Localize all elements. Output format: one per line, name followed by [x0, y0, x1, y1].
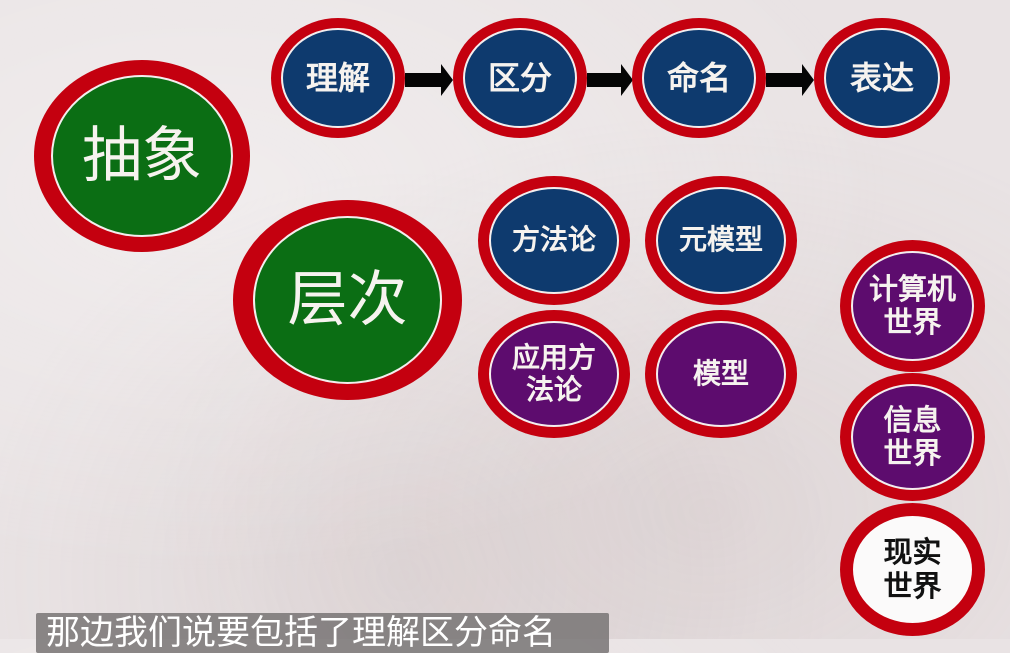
abstraction-node: 抽象 — [34, 60, 250, 252]
video-subtitle: 那边我们说要包括了理解区分命名 — [36, 613, 609, 653]
arrow-right-icon — [766, 64, 814, 96]
methodology-label: 方法论 — [489, 187, 619, 294]
abstraction-label: 抽象 — [51, 75, 233, 237]
information-world-label: 信息 世界 — [851, 384, 974, 490]
real-world-label: 现实 世界 — [851, 514, 974, 625]
flow-label-express: 表达 — [824, 28, 940, 128]
metamodel-label: 元模型 — [656, 187, 786, 294]
computer-world-node: 计算机 世界 — [840, 240, 985, 372]
real-world-line2: 世界 — [883, 568, 942, 603]
flow-node-distinguish: 区分 — [453, 18, 587, 138]
applied-methodology-label: 应用方 法论 — [489, 321, 619, 427]
applied-methodology-node: 应用方 法论 — [478, 310, 630, 438]
model-node: 模型 — [645, 310, 797, 438]
real-world-node: 现实 世界 — [840, 503, 985, 636]
real-world-line1: 现实 — [883, 535, 942, 570]
hierarchy-label: 层次 — [253, 216, 442, 384]
applied-methodology-line2: 法论 — [525, 373, 582, 406]
information-world-node: 信息 世界 — [840, 373, 985, 501]
flow-label-distinguish: 区分 — [463, 28, 577, 128]
arrow-right-icon — [587, 64, 633, 96]
flow-node-name: 命名 — [632, 18, 766, 138]
flow-node-understand: 理解 — [271, 18, 405, 138]
methodology-node: 方法论 — [478, 176, 630, 305]
metamodel-node: 元模型 — [645, 176, 797, 305]
flow-node-express: 表达 — [814, 18, 950, 138]
information-world-line1: 信息 — [883, 402, 942, 437]
computer-world-line2: 世界 — [883, 305, 942, 339]
arrow-right-icon — [405, 64, 453, 96]
flow-label-understand: 理解 — [281, 28, 395, 128]
flow-label-name: 命名 — [642, 28, 756, 128]
applied-methodology-line1: 应用方 — [511, 340, 596, 374]
model-label: 模型 — [656, 321, 786, 427]
hierarchy-node: 层次 — [233, 200, 462, 400]
computer-world-label: 计算机 世界 — [851, 251, 974, 361]
information-world-line2: 世界 — [883, 436, 942, 470]
computer-world-line1: 计算机 — [868, 271, 956, 306]
